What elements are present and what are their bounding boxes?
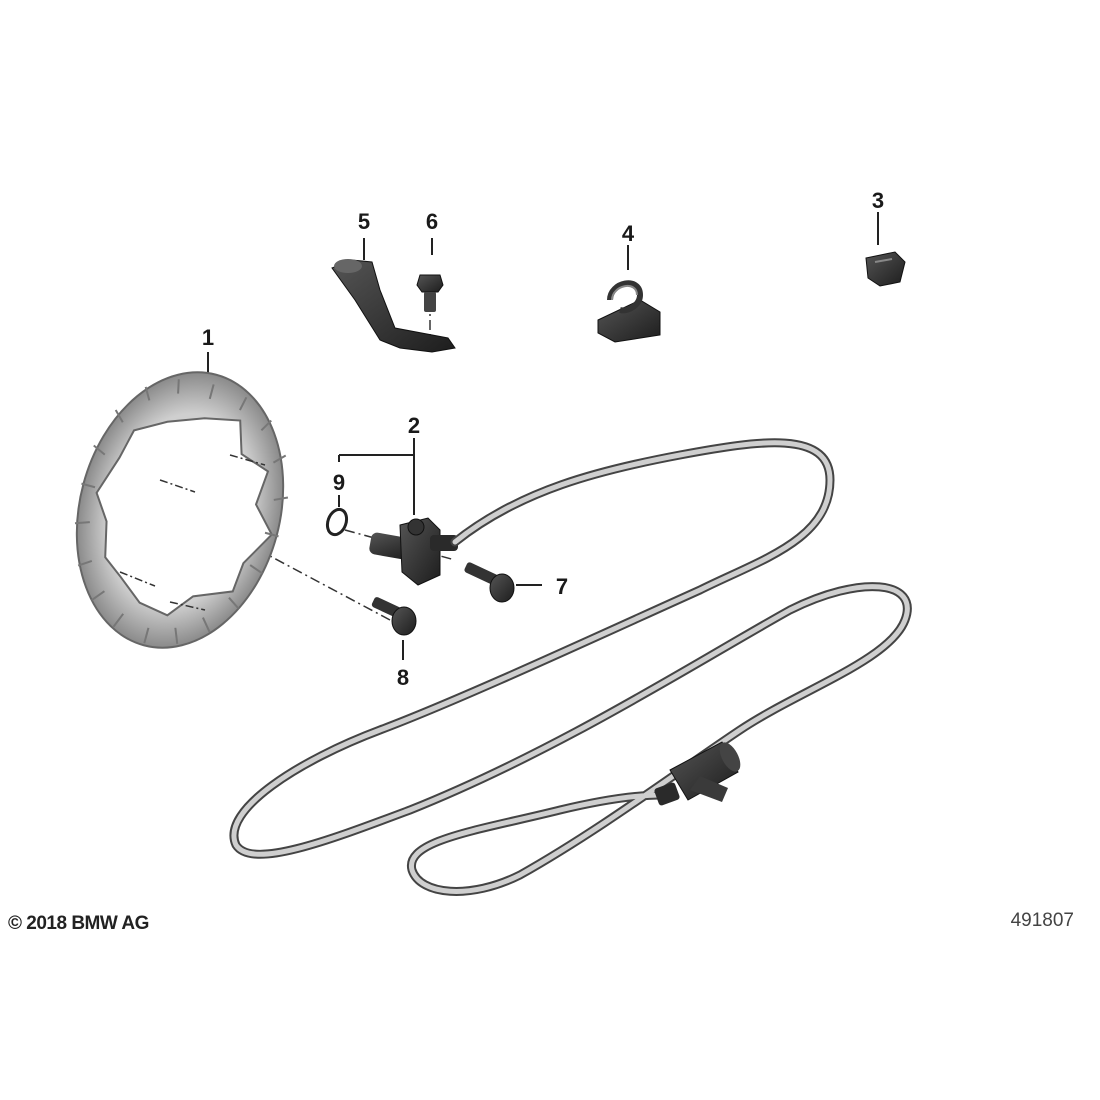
screw-6: [416, 274, 444, 312]
sensor-cable: [229, 438, 912, 896]
bracket: [331, 259, 456, 353]
sensor-ring: [74, 371, 289, 649]
cable-connector: [654, 741, 741, 806]
callout-8: 8: [397, 665, 409, 690]
cable-clip: [597, 280, 661, 343]
callout-4: 4: [622, 221, 635, 246]
leader-lines: [207, 212, 879, 660]
callout-1: 1: [202, 325, 214, 350]
callout-7: 7: [556, 574, 568, 599]
callout-labels: 1 2 3 4 5 6 7 8 9: [202, 188, 884, 690]
speed-sensor: [369, 517, 458, 586]
small-clip: [865, 251, 906, 287]
copyright-text: © 2018 BMW AG: [8, 913, 149, 934]
callout-5: 5: [358, 209, 370, 234]
callout-6: 6: [426, 209, 438, 234]
callout-2: 2: [408, 413, 420, 438]
screw-7: [464, 562, 515, 603]
callout-9: 9: [333, 470, 345, 495]
drawing-number: 491807: [1011, 910, 1074, 931]
o-ring: [325, 507, 349, 537]
callout-3: 3: [872, 188, 884, 213]
screw-8: [371, 597, 417, 636]
